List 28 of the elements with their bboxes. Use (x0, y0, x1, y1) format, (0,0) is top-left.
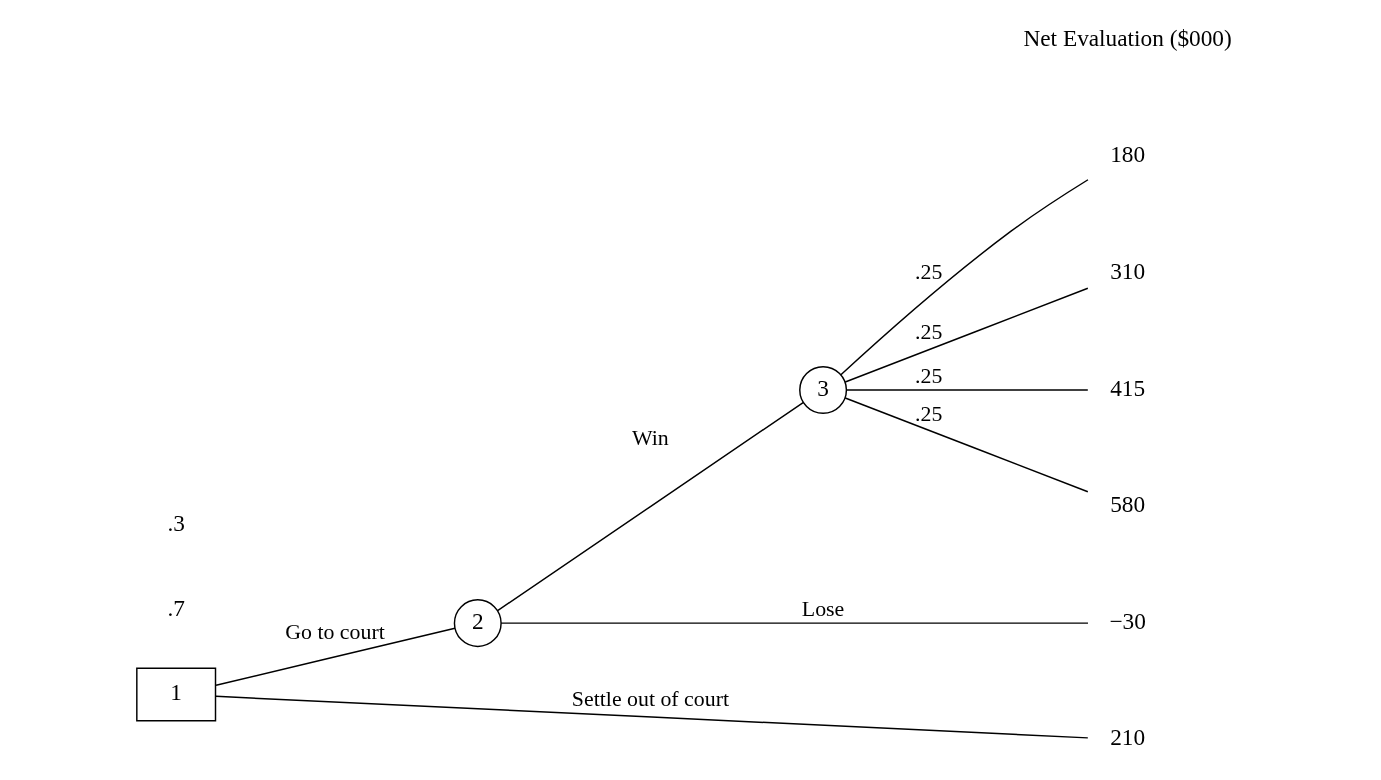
label: Net Evaluation ($000) (1023, 24, 1232, 51)
node-circle: 2 (453, 599, 502, 648)
connector (846, 389, 1089, 391)
label: .3 (167, 510, 185, 537)
edge-label: Lose (801, 596, 845, 621)
connector (844, 397, 1089, 493)
connector (215, 627, 456, 687)
node-text: 310 (1110, 257, 1146, 284)
label: .7 (167, 594, 185, 621)
node-box: 1 (136, 667, 217, 722)
connector (496, 401, 804, 612)
connector (840, 179, 1089, 376)
node-circle: 3 (799, 365, 848, 415)
node-text: 580 (1110, 491, 1146, 518)
edge-label: .25 (915, 260, 943, 285)
edge-label: .25 (915, 363, 943, 388)
edge-label: Win (632, 426, 669, 451)
node-text: −30 (1109, 607, 1146, 634)
node-text: 415 (1110, 374, 1146, 401)
connector (844, 287, 1089, 383)
edge-label: Settle out of court (571, 687, 729, 712)
edge-label: Go to court (285, 620, 385, 645)
node-text: 180 (1110, 141, 1146, 168)
edge-label: .25 (915, 320, 943, 344)
connector (500, 622, 1089, 624)
node-text: 210 (1110, 724, 1146, 751)
edge-label: .25 (915, 401, 943, 426)
connector (215, 695, 1089, 739)
